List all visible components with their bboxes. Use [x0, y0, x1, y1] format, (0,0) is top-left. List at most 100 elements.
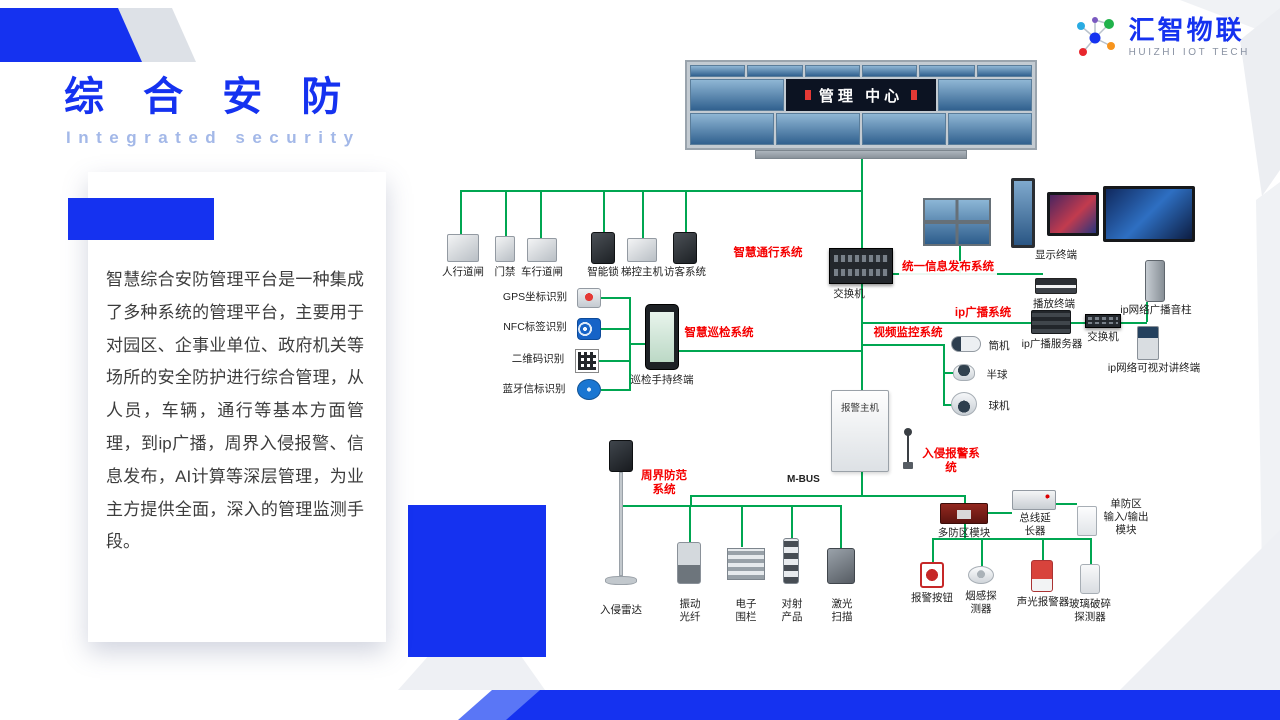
- wall-screen: [938, 79, 1032, 111]
- bottom-blue-band: [506, 690, 1280, 720]
- connector: [943, 344, 945, 406]
- connector: [791, 505, 793, 539]
- broadcast-server-icon: [1031, 310, 1071, 334]
- connector: [603, 190, 605, 232]
- wall-row: [690, 113, 1032, 145]
- system-label-inspection: 智慧巡检系统: [683, 327, 755, 341]
- elevator-host-icon: [627, 238, 657, 262]
- multi-zone-module-icon: [940, 503, 988, 524]
- vehicle-gate-icon: [527, 238, 557, 262]
- system-label-intrusion: 入侵报警系统: [921, 448, 981, 476]
- glass-break-detector-icon: [1080, 564, 1100, 594]
- single-zone-module-icon: [1077, 506, 1097, 536]
- display-terminal-label: 显示终端: [1035, 249, 1077, 261]
- wall-screen: [804, 65, 860, 77]
- glass-break-detector-label: 玻璃破碎 探测器: [1069, 598, 1111, 623]
- connector: [460, 190, 462, 234]
- door-access-label: 门禁: [494, 266, 516, 278]
- connector: [540, 190, 542, 238]
- connector: [1090, 538, 1092, 566]
- connector: [690, 495, 966, 497]
- laser-scanner-label: 激光扫描: [831, 598, 853, 623]
- laser-scanner-icon: [827, 548, 855, 584]
- connector: [988, 512, 1012, 514]
- qr-label: 二维码识别: [511, 353, 565, 365]
- connector: [629, 343, 645, 345]
- radar-base-icon: [605, 576, 637, 585]
- multi-zone-module-label: 多防区模块: [937, 527, 991, 539]
- video-wall-stand: [755, 150, 967, 159]
- connector: [505, 190, 507, 236]
- display-tv-large-icon: [1103, 186, 1195, 242]
- system-label-broadcast: ip广播系统: [947, 307, 1019, 321]
- connector: [598, 360, 629, 362]
- connector: [932, 538, 934, 564]
- connector: [861, 322, 1147, 324]
- red-marker-icon: [911, 90, 918, 100]
- intrusion-radar-label: 入侵雷达: [600, 604, 642, 616]
- connector: [619, 505, 842, 507]
- connector: [959, 246, 961, 273]
- speaker-column-icon: [1145, 260, 1165, 302]
- wall-screen: [690, 113, 774, 145]
- dome-camera-label: 半球: [986, 369, 1008, 381]
- bottom-light-blue-accent: [458, 690, 568, 720]
- wall-row: [690, 65, 1032, 77]
- nfc-icon: [577, 318, 601, 340]
- connector: [861, 472, 863, 496]
- description-card: 智慧综合安防管理平台是一种集成了多种系统的管理平台，主要用于对园区、企事业单位、…: [88, 172, 386, 642]
- visitor-system-icon: [673, 232, 697, 264]
- blue-accent-tab: [68, 198, 214, 240]
- ptz-camera-label: 球机: [988, 400, 1010, 412]
- connector: [1056, 503, 1077, 505]
- connector: [964, 495, 966, 503]
- wall-screen: [862, 113, 946, 145]
- connector: [601, 297, 629, 299]
- pedestrian-gate-icon: [447, 234, 479, 262]
- mbus-label: M-BUS: [787, 474, 820, 485]
- security-system-diagram: 管理 中心: [435, 60, 1210, 675]
- electric-fence-label: 电子围栏: [735, 598, 757, 623]
- connector: [981, 538, 983, 566]
- connector: [1042, 538, 1044, 562]
- top-left-blue-parallelogram: [0, 8, 142, 62]
- vibration-fiber-label: 振动光纤: [679, 598, 701, 623]
- video-wall: 管理 中心: [685, 60, 1037, 150]
- logo-network-icon: [1076, 17, 1115, 56]
- wall-screen: [976, 65, 1032, 77]
- company-subtitle: HUIZHI IOT TECH: [1128, 46, 1250, 58]
- connector: [861, 284, 863, 390]
- bluetooth-icon: [577, 379, 601, 400]
- connector: [943, 404, 953, 406]
- page-title: 综 合 安 防: [64, 75, 356, 119]
- connector: [861, 159, 863, 248]
- wall-screen: [776, 113, 860, 145]
- handheld-terminal-icon: [645, 304, 679, 370]
- connector: [943, 372, 955, 374]
- connector: [679, 350, 861, 352]
- vibration-fiber-icon: [677, 542, 701, 584]
- speaker-column-label: ip网络广播音柱: [1120, 304, 1192, 316]
- alarm-host-icon: 报警主机: [831, 390, 889, 472]
- wall-screen: [690, 65, 746, 77]
- visitor-system-label: 访客系统: [664, 266, 706, 278]
- wall-screen: [919, 65, 975, 77]
- connector: [685, 190, 687, 232]
- radar-pole-icon: [619, 472, 623, 576]
- system-label-video: 视频监控系统: [873, 327, 943, 341]
- description-text: 智慧综合安防管理平台是一种集成了多种系统的管理平台，主要用于对园区、企事业单位、…: [106, 270, 364, 552]
- connector: [690, 495, 692, 505]
- bus-extender-label: 总线延长器: [1019, 512, 1051, 537]
- smoke-detector-icon: [968, 566, 994, 584]
- main-switch-icon: [829, 248, 893, 284]
- elevator-host-label: 梯控主机: [621, 266, 663, 278]
- company-logo: 汇智物联 HUIZHI IOT TECH: [1071, 14, 1250, 60]
- connector: [642, 190, 644, 238]
- smart-lock-label: 智能锁: [587, 266, 619, 278]
- connector: [1146, 302, 1148, 322]
- connector: [741, 505, 743, 547]
- sub-switch-label: 交换机: [1087, 331, 1119, 343]
- gps-label: GPS坐标识别: [502, 291, 568, 303]
- bullet-camera-icon: [951, 336, 981, 352]
